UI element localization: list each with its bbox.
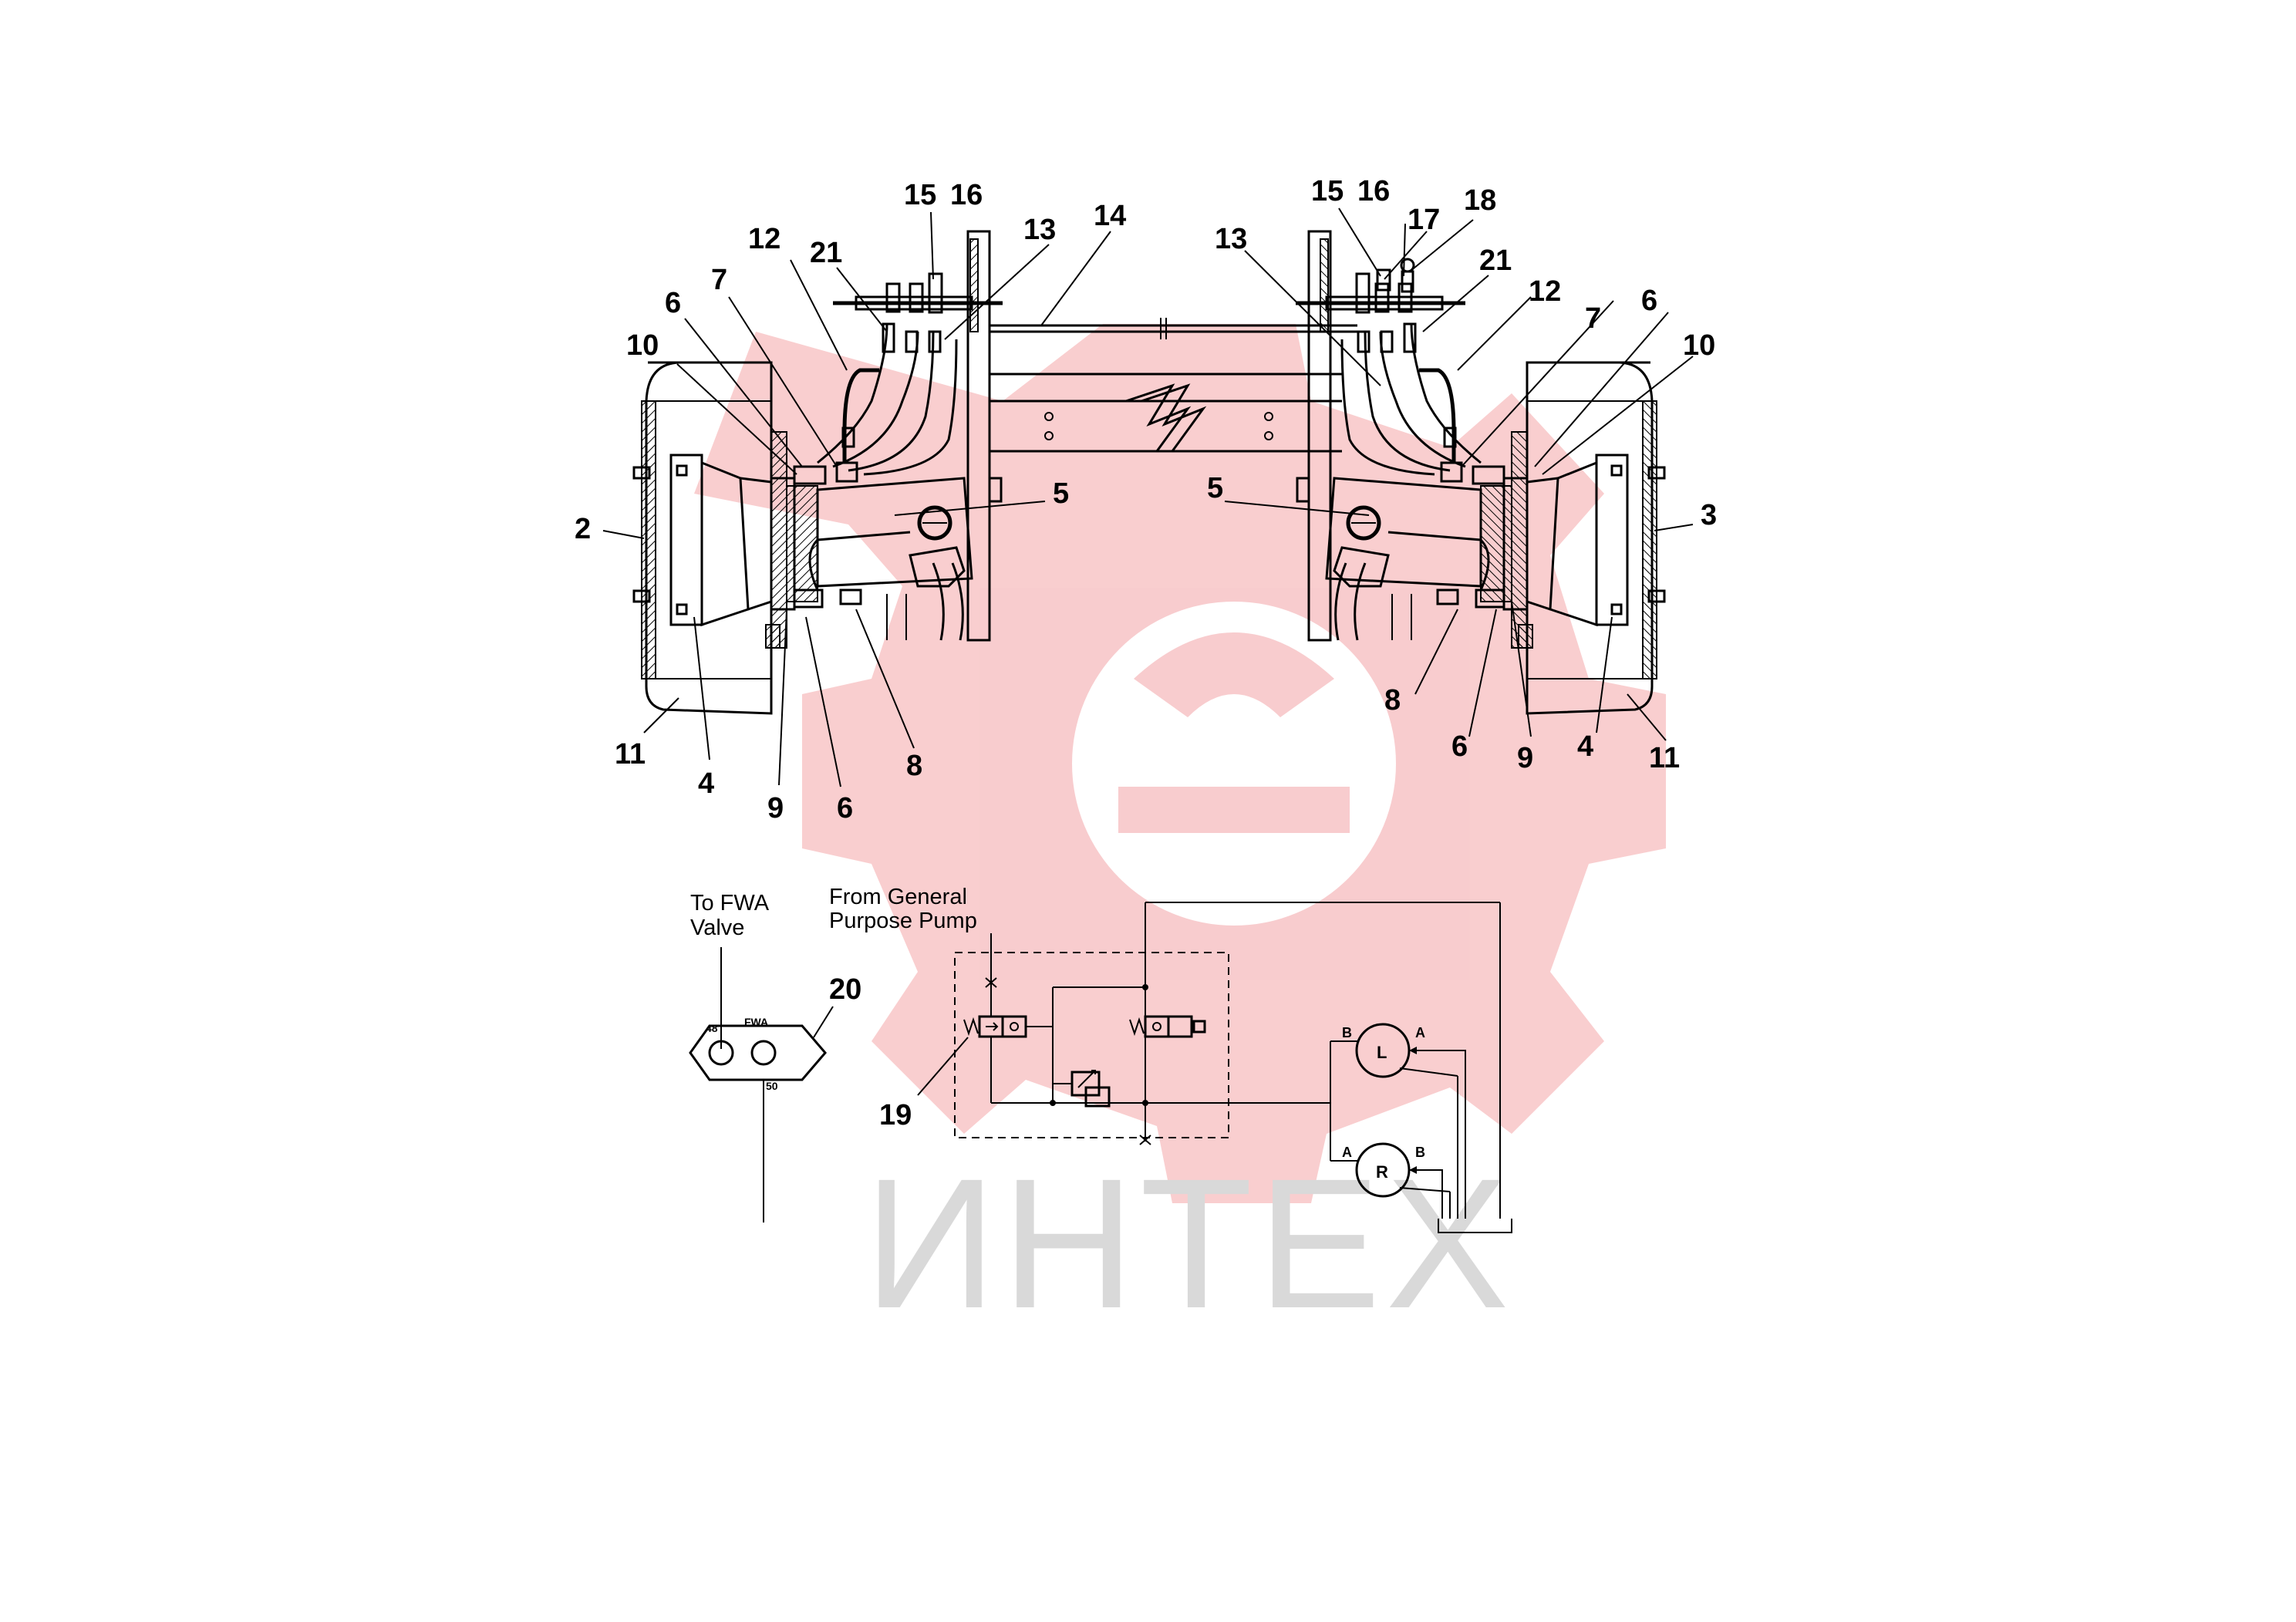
callout-19: 19 [879, 1099, 912, 1131]
callout-10-right: 10 [1683, 329, 1715, 362]
callout-13-left: 13 [1023, 214, 1056, 246]
callout-4-right: 4 [1577, 730, 1593, 763]
motor-left-port-a: A [1415, 1025, 1425, 1040]
hydraulic-schematic: From General Purpose Pump [829, 885, 1512, 1233]
motor-left-port-b: B [1342, 1025, 1352, 1040]
cross-member [990, 318, 1357, 453]
pin-50: 50 [766, 1080, 778, 1092]
callout-5-left: 5 [1053, 477, 1069, 510]
callout-9-left: 9 [767, 792, 784, 824]
from-pump-label-1: From General [829, 885, 967, 909]
callout-12-left: 12 [748, 223, 781, 255]
fwa-text: FWA [744, 1016, 768, 1028]
callout-21-left: 21 [810, 237, 842, 269]
leader-lines [602, 207, 1694, 787]
callout-6-left-a: 6 [665, 287, 681, 319]
watermark-logo [694, 324, 1666, 1203]
callout-10-left: 10 [626, 329, 659, 362]
callout-12-right: 12 [1529, 275, 1561, 308]
right-wheel-assembly [1296, 230, 1666, 715]
callout-8-left: 8 [906, 750, 922, 782]
gear-hole [1072, 602, 1396, 926]
callout-15-right: 15 [1311, 175, 1344, 207]
motor-right-port-a: A [1342, 1145, 1352, 1160]
callout-18: 18 [1464, 184, 1496, 217]
callout-6-left-b: 6 [837, 792, 853, 824]
callout-16-right: 16 [1357, 175, 1390, 207]
motor-right-label: R [1376, 1162, 1388, 1182]
callout-17: 17 [1408, 204, 1440, 236]
callout-2: 2 [575, 513, 591, 545]
callout-7-right: 7 [1585, 302, 1601, 335]
left-wheel-assembly [632, 230, 1003, 715]
callout-11-left: 11 [615, 738, 646, 771]
callout-15-left: 15 [904, 179, 936, 211]
callout-13-right: 13 [1215, 223, 1247, 255]
callout-20: 20 [829, 973, 861, 1006]
callout-14: 14 [1094, 200, 1126, 232]
gear-emblem [694, 324, 1666, 1203]
callout-5-right: 5 [1207, 472, 1223, 504]
callout-21-right: 21 [1479, 244, 1512, 277]
from-pump-label-2: Purpose Pump [829, 909, 977, 933]
callout-8-right: 8 [1384, 684, 1401, 717]
watermark-text: ИНТЕХ [864, 1140, 1514, 1347]
callout-numbers: 2 3 11 4 9 6 8 5 10 6 7 12 21 15 16 13 1… [575, 175, 1717, 824]
motor-right-port-b: B [1415, 1145, 1425, 1160]
motor-left-label: L [1377, 1043, 1387, 1062]
callout-6-right-a: 6 [1641, 285, 1657, 317]
fwa-connector: To FWA Valve FWA 48 50 20 [689, 891, 861, 1222]
callout-6-right-b: 6 [1451, 730, 1468, 763]
pin-48: 48 [706, 1022, 718, 1034]
to-fwa-label-2: Valve [690, 916, 744, 940]
callout-9-right: 9 [1517, 742, 1533, 774]
to-fwa-label-1: To FWA [690, 891, 770, 916]
callout-7-left: 7 [711, 264, 727, 296]
callout-16-left: 16 [950, 179, 983, 211]
callout-4-left: 4 [698, 767, 714, 800]
callout-11-right: 11 [1649, 742, 1680, 774]
callout-3: 3 [1701, 499, 1717, 531]
